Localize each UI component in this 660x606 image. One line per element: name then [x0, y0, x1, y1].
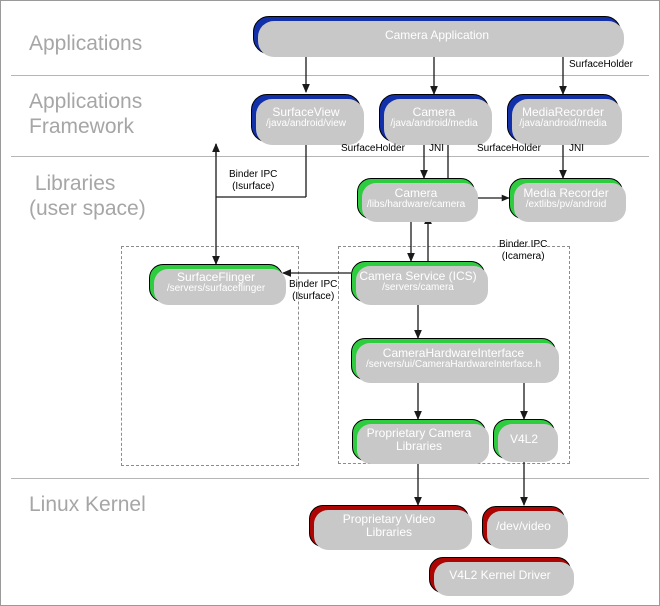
edge-label-surfaceholder-app: SurfaceHolder	[569, 59, 633, 70]
node-subtitle: /servers/surfaceflinger	[166, 283, 266, 295]
node-title: Camera Service (ICS)	[359, 268, 477, 283]
node-title: Camera Application	[384, 27, 490, 42]
node-surfaceview[interactable]: SurfaceView /java/android/view	[251, 94, 364, 145]
section-label-applications: Applications	[29, 32, 143, 55]
section-label-applications-framework: Applications Framework	[29, 90, 143, 138]
node-title: Proprietary Video Libraries	[342, 512, 436, 539]
node-subtitle: /extlibs/pv/android	[525, 198, 607, 210]
node-camera-service[interactable]: Camera Service (ICS) /servers/camera	[351, 261, 488, 305]
node-v4l2-kernel-driver[interactable]: V4L2 Kernel Driver	[429, 557, 574, 596]
node-media-recorder-lib[interactable]: Media Recorder /extlibs/pv/android	[509, 178, 626, 222]
node-title: V4L2 Kernel Driver	[449, 567, 551, 582]
node-title: CameraHardwareInterface	[382, 346, 525, 361]
group-box-surfaceflinger	[121, 246, 299, 466]
node-surfaceflinger[interactable]: SurfaceFlinger /servers/surfaceflinger	[149, 264, 286, 305]
node-subtitle: /servers/ui/CameraHardwareInterface.h	[365, 359, 542, 371]
node-camera-lib[interactable]: Camera /libs/hardware/camera	[357, 178, 478, 222]
node-proprietary-camera-libraries[interactable]: Proprietary Camera Libraries	[352, 419, 489, 464]
node-proprietary-video-libraries[interactable]: Proprietary Video Libraries	[309, 505, 472, 550]
node-subtitle: /java/android/media	[390, 118, 478, 130]
node-subtitle: /servers/camera	[382, 281, 454, 293]
node-title: SurfaceView	[272, 105, 340, 120]
node-title: Camera	[412, 105, 456, 120]
node-title: MediaRecorder	[521, 105, 605, 120]
edge-label-binder-ipc-icamera: Binder IPC (Icamera)	[499, 239, 548, 262]
section-label-linux-kernel: Linux Kernel	[29, 493, 146, 516]
node-camera-hardware-interface[interactable]: CameraHardwareInterface /servers/ui/Came…	[351, 338, 559, 383]
edge-label-binder-ipc-isurface-mid: Binder IPC (Isurface)	[289, 279, 338, 302]
divider-libraries	[11, 478, 649, 479]
node-camera-java[interactable]: Camera /java/android/media	[379, 94, 492, 145]
edge-label-jni-recorder: JNI	[569, 143, 584, 154]
node-subtitle: /java/android/view	[265, 118, 347, 130]
edge-label-jni-camera: JNI	[429, 143, 444, 154]
edge-label-surfaceholder-recorder: SurfaceHolder	[477, 143, 541, 154]
node-title: Camera	[394, 185, 438, 200]
divider-applications	[11, 75, 649, 76]
node-title: V4L2	[509, 431, 539, 446]
edge-label-binder-ipc-isurface-top: Binder IPC (Isurface)	[229, 169, 278, 192]
node-title: SurfaceFlinger	[176, 270, 256, 285]
node-camera-application[interactable]: Camera Application	[253, 16, 624, 57]
node-v4l2[interactable]: V4L2	[493, 419, 558, 462]
node-subtitle: /libs/hardware/camera	[366, 198, 466, 210]
section-label-libraries: Libraries (user space)	[29, 172, 146, 220]
node-title: Proprietary Camera Libraries	[366, 426, 472, 453]
node-title: Media Recorder	[523, 185, 609, 200]
node-subtitle: /java/android/media	[519, 118, 607, 130]
edge-label-surfaceholder-camera: SurfaceHolder	[341, 143, 405, 154]
node-title: /dev/video	[496, 518, 551, 533]
divider-framework	[11, 156, 649, 157]
node-dev-video[interactable]: /dev/video	[482, 506, 568, 549]
node-mediarecorder-java[interactable]: MediaRecorder /java/android/media	[507, 94, 622, 145]
